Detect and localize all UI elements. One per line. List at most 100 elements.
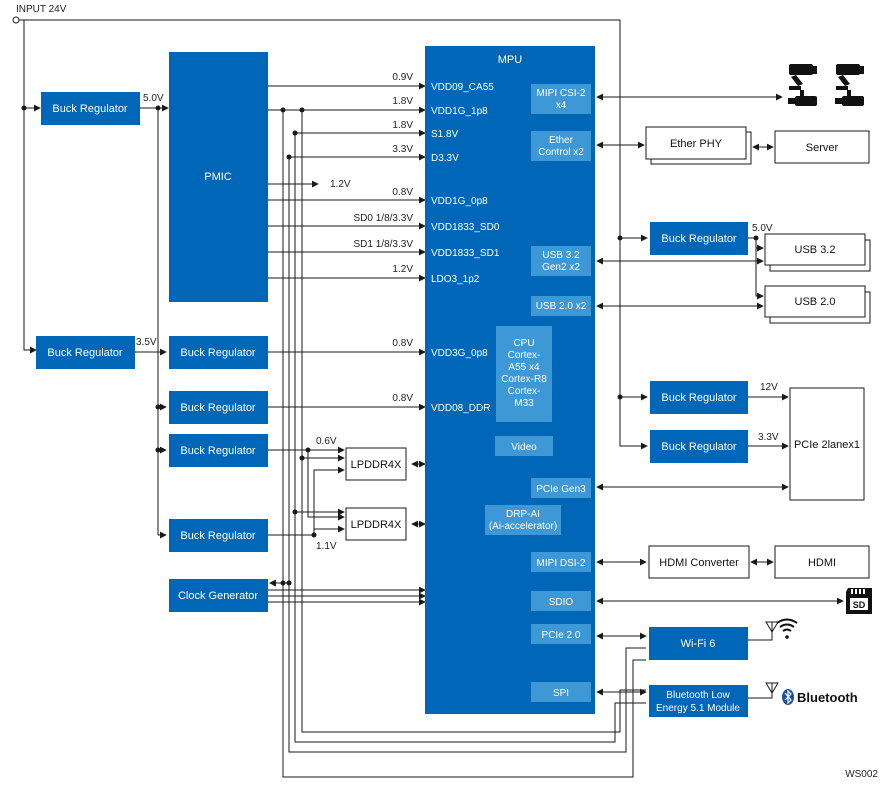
buck-regulator-6: Buck Regulator bbox=[169, 519, 268, 552]
pin-voltage-8: 0.8V bbox=[392, 338, 413, 349]
usb32-port: USB 3.2 bbox=[764, 233, 866, 266]
svg-text:SD: SD bbox=[853, 600, 866, 610]
usb20-block: USB 2.0 x2 bbox=[531, 296, 591, 316]
hdmi-converter: HDMI Converter bbox=[648, 545, 750, 579]
mipi-csi-block: MIPI CSI-2 x4 bbox=[531, 84, 591, 114]
hdmi-port: HDMI bbox=[774, 545, 870, 579]
buck-regulator-3: Buck Regulator bbox=[169, 336, 268, 369]
svg-text:Cortex-: Cortex- bbox=[508, 386, 541, 397]
sdio-block: SDIO bbox=[531, 591, 591, 611]
wifi-antenna-icon bbox=[765, 621, 779, 633]
svg-text:PCIe Gen3: PCIe Gen3 bbox=[536, 484, 586, 495]
pin-5: VDD1833_SD0 bbox=[431, 222, 500, 233]
svg-text:MIPI DSI-2: MIPI DSI-2 bbox=[537, 558, 586, 569]
svg-text:Buck Regulator: Buck Regulator bbox=[52, 103, 128, 115]
ether-phy: Ether PHY bbox=[645, 126, 747, 160]
pmic-aux-voltage: 1.2V bbox=[330, 179, 351, 190]
svg-text:M33: M33 bbox=[514, 398, 534, 409]
pin-voltage-5: SD0 1/8/3.3V bbox=[354, 213, 414, 224]
mpu-title: MPU bbox=[498, 54, 523, 66]
svg-text:PCIe 2lanex1: PCIe 2lanex1 bbox=[794, 439, 860, 451]
svg-text:USB 2.0: USB 2.0 bbox=[795, 296, 836, 308]
svg-text:Ether PHY: Ether PHY bbox=[670, 138, 723, 150]
video-block: Video bbox=[495, 436, 553, 456]
svg-text:Video: Video bbox=[511, 442, 537, 453]
pin-3: D3.3V bbox=[431, 153, 459, 164]
buck-regulator-4: Buck Regulator bbox=[169, 391, 268, 424]
svg-text:Gen2 x2: Gen2 x2 bbox=[542, 262, 580, 273]
svg-text:x4: x4 bbox=[556, 100, 567, 111]
svg-text:Buck Regulator: Buck Regulator bbox=[180, 402, 256, 414]
svg-text:Cortex-: Cortex- bbox=[508, 350, 541, 361]
mipi-dsi-block: MIPI DSI-2 bbox=[531, 552, 591, 572]
pin-1: VDD1G_1p8 bbox=[431, 106, 488, 117]
input-terminal bbox=[12, 16, 20, 24]
pin-9: VDD08_DDR bbox=[431, 403, 490, 414]
svg-text:(Ai-accelerator): (Ai-accelerator) bbox=[489, 521, 557, 532]
input-label: INPUT 24V bbox=[16, 4, 67, 15]
ble-antenna-icon bbox=[765, 682, 779, 694]
svg-text:Buck Regulator: Buck Regulator bbox=[661, 441, 737, 453]
svg-text:LPDDR4X: LPDDR4X bbox=[351, 519, 402, 531]
rail-3v5: 3.5V bbox=[136, 337, 157, 348]
svg-text:HDMI: HDMI bbox=[808, 557, 836, 569]
svg-text:USB 3.2: USB 3.2 bbox=[795, 244, 836, 256]
pin-voltage-4: 0.8V bbox=[392, 187, 413, 198]
footer-code: WS002 bbox=[845, 769, 878, 780]
pin-voltage-1: 1.8V bbox=[392, 96, 413, 107]
svg-text:Clock Generator: Clock Generator bbox=[178, 590, 258, 602]
buck-regulator-7: Buck Regulator bbox=[650, 222, 748, 255]
pin-voltage-7: 1.2V bbox=[392, 264, 413, 275]
buck-regulator-1: Buck Regulator bbox=[41, 92, 140, 125]
svg-text:Bluetooth Low: Bluetooth Low bbox=[666, 690, 730, 701]
svg-text:CPU: CPU bbox=[513, 338, 534, 349]
clock-generator: Clock Generator bbox=[169, 579, 268, 612]
svg-text:Wi-Fi 6: Wi-Fi 6 bbox=[681, 638, 716, 650]
pin-voltage-3: 3.3V bbox=[392, 144, 413, 155]
camera-icon-1 bbox=[788, 64, 817, 106]
rail-5v-b: 5.0V bbox=[752, 223, 773, 234]
svg-text:HDMI Converter: HDMI Converter bbox=[659, 557, 739, 569]
buck-regulator-8: Buck Regulator bbox=[650, 381, 748, 414]
pin-7: LDO3_1p2 bbox=[431, 274, 480, 285]
rail-0v6: 0.6V bbox=[316, 436, 337, 447]
svg-text:SDIO: SDIO bbox=[549, 597, 574, 608]
pin-voltage-2: 1.8V bbox=[392, 120, 413, 131]
svg-text:Server: Server bbox=[806, 142, 839, 154]
pcie-gen3-block: PCIe Gen3 bbox=[531, 478, 591, 498]
buck-regulator-5: Buck Regulator bbox=[169, 434, 268, 467]
pin-2: S1.8V bbox=[431, 129, 459, 140]
pin-voltage-6: SD1 1/8/3.3V bbox=[354, 239, 414, 250]
svg-text:DRP-AI: DRP-AI bbox=[506, 509, 540, 520]
pin-voltage-0: 0.9V bbox=[392, 72, 413, 83]
pin-6: VDD1833_SD1 bbox=[431, 248, 500, 259]
pin-voltage-9: 0.8V bbox=[392, 393, 413, 404]
svg-text:PMIC: PMIC bbox=[204, 171, 232, 183]
drp-ai-block: DRP-AI (Ai-accelerator) bbox=[485, 505, 561, 535]
pmic-block: PMIC bbox=[169, 52, 268, 302]
svg-text:Buck Regulator: Buck Regulator bbox=[661, 233, 737, 245]
rail-12v: 12V bbox=[760, 382, 778, 393]
svg-text:Cortex-R8: Cortex-R8 bbox=[501, 374, 547, 385]
svg-text:Energy 5.1 Module: Energy 5.1 Module bbox=[656, 703, 740, 714]
lpddr-1: LPDDR4X bbox=[345, 447, 407, 481]
camera-icon-2 bbox=[835, 64, 864, 106]
svg-text:Control x2: Control x2 bbox=[538, 147, 584, 158]
rail-1v1: 1.1V bbox=[316, 541, 337, 552]
pcie20-block: PCIe 2.0 bbox=[531, 624, 591, 644]
wifi-module: Wi-Fi 6 bbox=[649, 627, 748, 660]
svg-text:PCIe 2.0: PCIe 2.0 bbox=[542, 630, 581, 641]
svg-text:Ether: Ether bbox=[549, 135, 574, 146]
svg-text:Buck Regulator: Buck Regulator bbox=[180, 530, 256, 542]
svg-text:A55 x4: A55 x4 bbox=[508, 362, 540, 373]
rail-5v-a: 5.0V bbox=[143, 93, 164, 104]
pin-8: VDD3G_0p8 bbox=[431, 348, 488, 359]
svg-text:Buck Regulator: Buck Regulator bbox=[47, 347, 123, 359]
svg-text:LPDDR4X: LPDDR4X bbox=[351, 459, 402, 471]
svg-text:Buck Regulator: Buck Regulator bbox=[180, 347, 256, 359]
rail-3v3: 3.3V bbox=[758, 432, 779, 443]
spi-block: SPI bbox=[531, 682, 591, 702]
cpu-block: CPU Cortex- A55 x4 Cortex-R8 Cortex- M33 bbox=[496, 326, 552, 422]
usb32-block: USB 3.2 Gen2 x2 bbox=[531, 246, 591, 276]
